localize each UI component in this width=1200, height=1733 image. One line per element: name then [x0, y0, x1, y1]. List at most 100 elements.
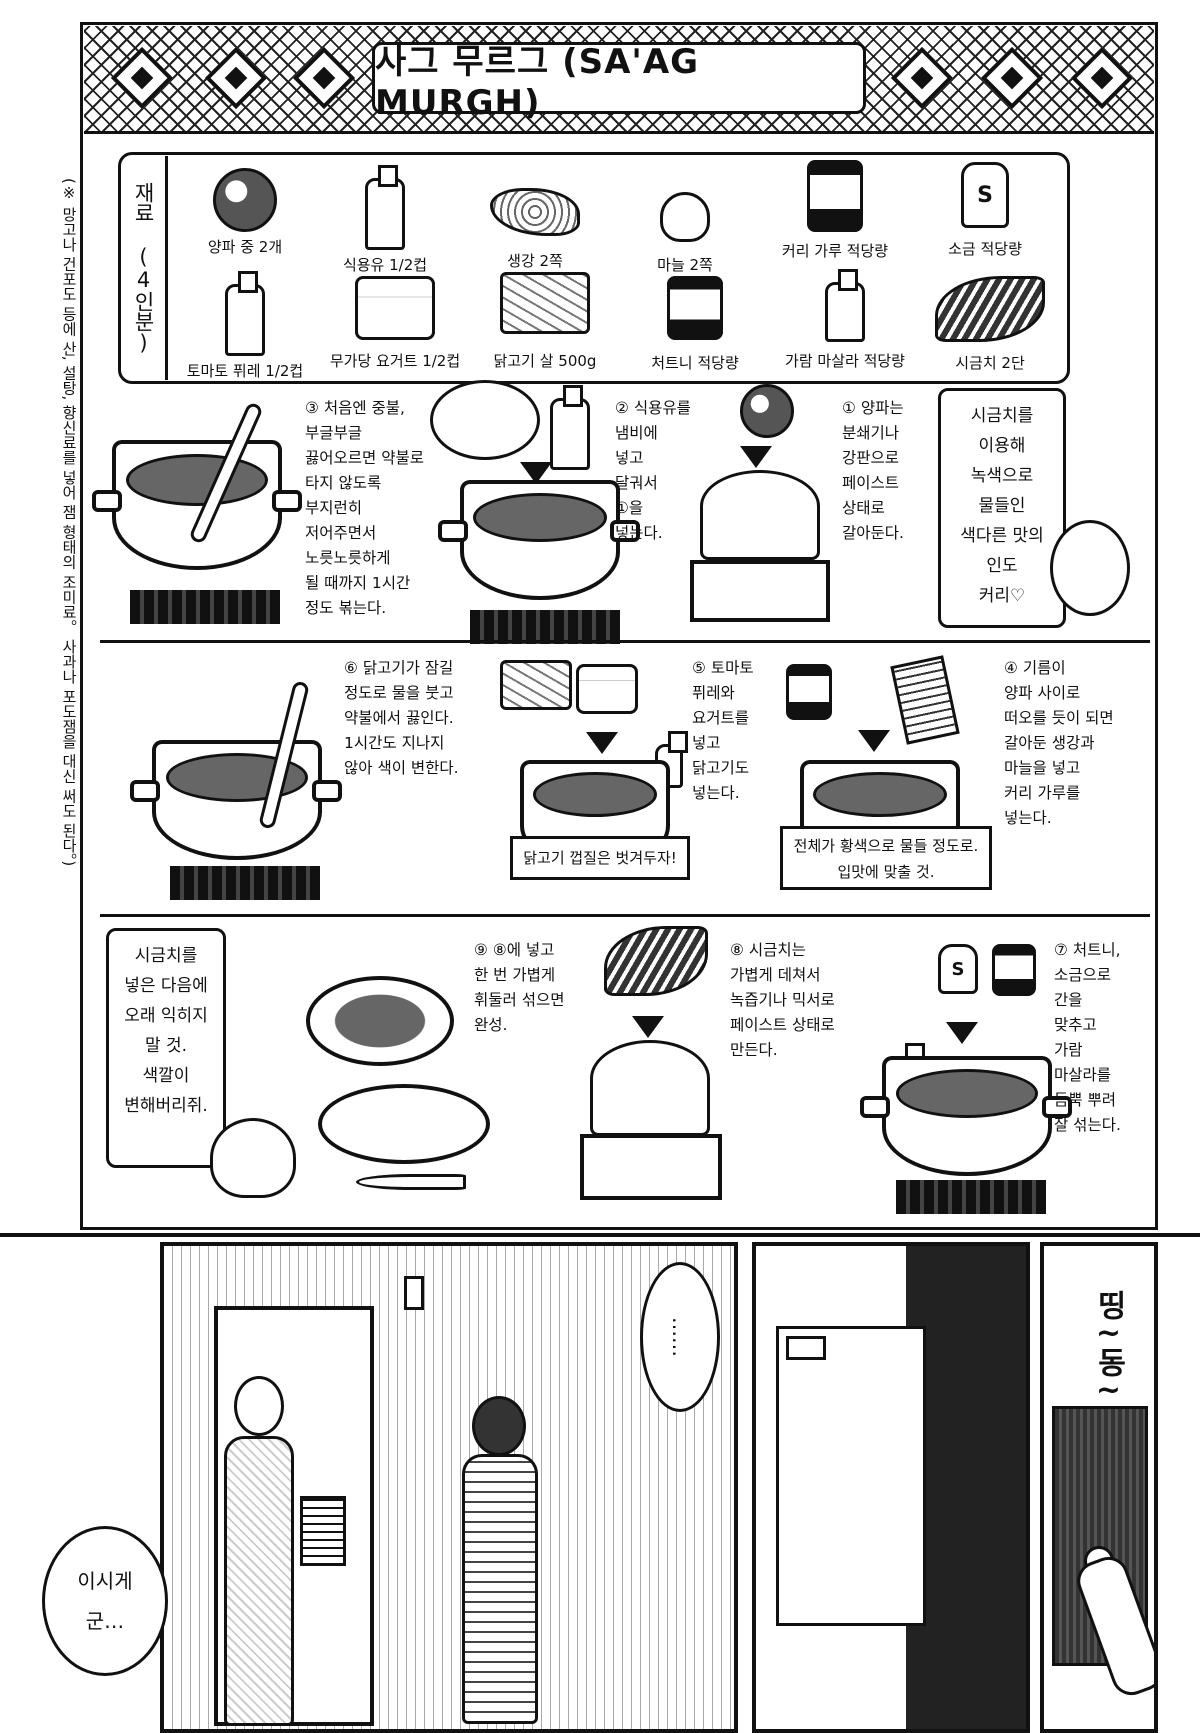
processor-bowl [590, 1040, 710, 1136]
step-9: ⑨ ⑧에 넣고 한 번 가볍게 휘둘러 섞으면 완성. [474, 941, 565, 1034]
speech-bubble-ellipsis: …… [640, 1262, 720, 1412]
yogurt-tub-icon [576, 664, 638, 714]
ingredient-garam-masala: 가람 마살라 적당량 [760, 269, 930, 371]
step-8: ⑧ 시금치는 가볍게 데쳐서 녹즙기나 믹서로 페이스트 상태로 만든다. [730, 941, 835, 1059]
ingredient-label: 마늘 2쪽 [657, 256, 713, 274]
woman-closeup-panel [752, 1242, 1030, 1733]
ingredient-label: 양파 중 2개 [207, 238, 283, 256]
ingredient-onion: 양파 중 2개 [160, 168, 330, 257]
chicken-tray-icon [500, 272, 590, 334]
man-figure [462, 1454, 538, 1724]
ingredient-label: 식용유 1/2컵 [342, 256, 428, 274]
pot-handle [438, 520, 468, 542]
ingredient-label: 소금 적당량 [948, 240, 1022, 258]
down-arrow-icon [946, 1022, 978, 1044]
pot-handle [1042, 1096, 1072, 1118]
curry-bowl-icon [306, 976, 454, 1066]
chutney-jar-icon [992, 944, 1036, 996]
garlic-icon [660, 192, 710, 242]
note-color: 전체가 황색으로 물들 정도로. 입맛에 맞출 것. [780, 826, 992, 890]
door-mail-slot [300, 1496, 346, 1566]
ingredient-label: 처트니 적당량 [651, 354, 739, 372]
recipe-title-box: 사그 무르그 (SA'AG MURGH) [372, 42, 866, 123]
step-1: ① 양파는 분쇄기나 강판으로 페이스트 상태로 갈아둔다. [842, 399, 904, 542]
salt-shaker-icon: S [961, 162, 1009, 228]
stove [130, 590, 280, 624]
processor-bowl [700, 470, 820, 560]
speech-bubble-intro: 시금치를 이용해 녹색으로 물들인 색다른 맛의 인도 커리♡ [938, 388, 1066, 628]
onion-icon [740, 384, 794, 438]
ingredient-chicken: 닭고기 살 500g [460, 272, 630, 371]
ingredient-label: 생강 2쪽 [507, 252, 563, 270]
ingredients-box [118, 152, 1070, 384]
girl-character-icon [1050, 520, 1130, 616]
speech-bubble-door: 이시게 군… [42, 1526, 168, 1676]
side-footnote: (※ 망고나 건포도 등에 산, 설탕, 향신료를 넣어 잼 형태의 조미료。 … [60, 178, 78, 867]
pot-handle [312, 780, 342, 802]
pot-handle [272, 490, 302, 512]
ingredient-label: 시금치 2단 [955, 354, 1025, 372]
ingredient-label: 무가당 요거트 1/2컵 [329, 352, 461, 370]
ginger-icon [490, 188, 580, 236]
ingredient-garlic: 마늘 2쪽 [600, 180, 770, 275]
step-7: ⑦ 처트니, 소금으로 간을 맞추고 가람 마살라를 듬뿍 뿌려 잘 섞는다. [1054, 941, 1121, 1134]
pot-handle [860, 1096, 890, 1118]
down-arrow-icon [520, 462, 552, 484]
ingredient-curry-powder: 커리 가루 적당량 [750, 160, 920, 261]
doorbell-panel [1040, 1242, 1158, 1733]
note-chicken-skin: 닭고기 껍질은 벗겨두자! [510, 836, 690, 880]
ingredient-label: 가람 마살라 적당량 [785, 352, 905, 370]
spoon-icon [356, 1174, 466, 1190]
step-2: ② 식용유를 냄비에 넣고 달궈서 ①을 넣는다. [615, 399, 691, 542]
section-divider [100, 640, 1150, 643]
door-plate-icon [786, 1336, 826, 1360]
recipe-frame [80, 22, 1158, 1230]
garam-masala-bottle-icon [825, 269, 865, 342]
food-processor-icon [580, 1134, 722, 1200]
ingredient-salt: S 소금 적당량 [900, 162, 1070, 259]
down-arrow-icon [632, 1016, 664, 1038]
ingredient-oil: 식용유 1/2컵 [300, 165, 470, 275]
pot-simmering [152, 740, 322, 860]
woman-hair [906, 1246, 1026, 1729]
step-3: ③ 처음엔 중불, 부글부글 끓어오르면 약불로 타지 않도록 부지런히 저어주… [305, 399, 425, 617]
recipe-title: 사그 무르그 (SA'AG MURGH) [375, 41, 700, 123]
salt-shaker-icon: S [938, 944, 978, 994]
oil-bottle-icon [365, 165, 405, 250]
pot-oil [460, 480, 620, 600]
stove [896, 1180, 1046, 1214]
down-arrow-icon [858, 730, 890, 752]
step-4: ④ 기름이 양파 사이로 떠오를 듯이 되면 갈아둔 생강과 마늘을 넣고 커리… [1004, 659, 1114, 827]
woman-head-icon [234, 1376, 284, 1436]
food-processor-icon [690, 560, 830, 622]
tomato-puree-bottle-icon [225, 271, 265, 356]
pot-handle [610, 520, 640, 542]
ingredient-spinach: 시금치 2단 [905, 276, 1075, 373]
ceiling-light-icon [404, 1276, 424, 1310]
speech-bubble-warning: 시금치를 넣은 다음에 오래 익히지 말 것. 색깔이 변해버리쥐. [106, 928, 226, 1168]
step-6: ⑥ 닭고기가 잠길 정도로 물을 붓고 약불에서 끓인다. 1시간도 지나지 않… [344, 659, 459, 777]
bandana-character-icon [210, 1118, 296, 1198]
ingredient-label: 커리 가루 적당량 [781, 242, 889, 260]
ingredient-tomato-puree: 토마토 퓌레 1/2컵 [160, 271, 330, 381]
pot-handle [130, 780, 160, 802]
ingredient-label: 닭고기 살 500g [493, 352, 597, 370]
spinach-icon [935, 276, 1045, 342]
curry-can-icon [786, 664, 832, 720]
curry-can-icon [807, 160, 863, 232]
ingredient-ginger: 생강 2쪽 [450, 178, 620, 271]
onion-icon [213, 168, 277, 232]
woman-figure [224, 1436, 294, 1726]
section-divider [100, 914, 1150, 917]
ingredient-chutney: 처트니 적당량 [610, 276, 780, 373]
rice-plate-icon [318, 1084, 490, 1164]
chutney-jar-icon [667, 276, 723, 340]
pot-final [882, 1056, 1052, 1176]
panel-separator [0, 1233, 1200, 1237]
man-head-icon [472, 1396, 526, 1456]
down-arrow-icon [586, 732, 618, 754]
door-frame [776, 1326, 926, 1626]
pot-stirring [112, 440, 282, 570]
chicken-tray-icon [500, 660, 572, 710]
stove [470, 610, 620, 644]
